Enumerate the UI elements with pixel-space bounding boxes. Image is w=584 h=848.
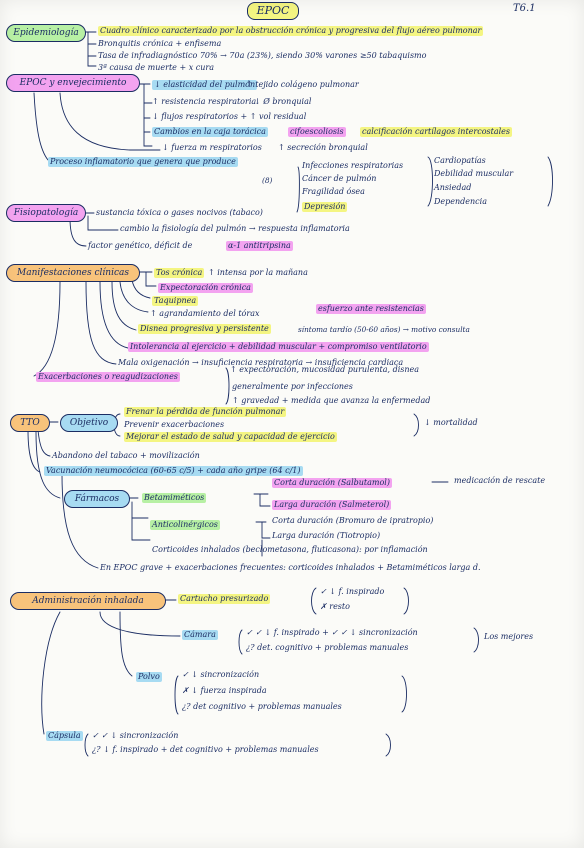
tto-item: Abandono del tabaco + movilización <box>52 451 200 460</box>
camara-item: ✓ ✓ ↓ f. inspirado + ✓ ✓ ↓ sincronizació… <box>246 628 418 637</box>
epi-item: Tasa de infradiagnóstico 70% → 70a (23%)… <box>98 51 427 60</box>
adm-capsula: Cápsula <box>46 731 83 741</box>
page-title: EPOC <box>247 2 299 20</box>
manif-item: esfuerzo ante resistencias <box>316 304 426 314</box>
epi-item: 3ª causa de muerte + x cura <box>98 63 214 72</box>
manif-item: Intolerancia al ejercicio + debilidad mu… <box>128 342 429 352</box>
manif-item: Mala oxigenación → insuficiencia respira… <box>118 358 404 367</box>
page-number: T6.1 <box>513 3 536 14</box>
adm-cartucho: Cartucho presurizado <box>178 594 271 604</box>
env-item: Dependencia <box>434 197 487 206</box>
camara-item: ¿? det. cognitivo + problemas manuales <box>246 643 409 652</box>
env-item: cifoescoliosis <box>288 127 346 137</box>
env-item: ↓ elasticidad del pulmón <box>152 80 258 90</box>
manif-item: ↑ gravedad + medida que avanza la enferm… <box>232 396 431 405</box>
tto-objetivo-item: Frenar la pérdida de función pulmonar <box>124 407 287 417</box>
section-tto: TTO <box>10 414 50 432</box>
env-item: Proceso inflamatorio que genera que prod… <box>48 157 238 167</box>
anti-item: Larga duración (Tiotropio) <box>272 531 381 540</box>
env-item: Fragilidad ósea <box>302 187 365 196</box>
cartucho-item: ✓ ↓ f. inspirado <box>320 587 385 596</box>
fisio-item: factor genético, déficit de <box>88 241 193 250</box>
env-item: Debilidad muscular <box>434 169 514 178</box>
adm-camara: Cámara <box>182 630 218 640</box>
manif-item: síntoma tardío (50-60 años) → motivo con… <box>298 325 470 334</box>
anti-item: Corta duración (Bromuro de ipratropio) <box>272 516 434 525</box>
env-item: Depresión <box>302 202 348 212</box>
tto-objetivo-result: ↓ mortalidad <box>424 418 478 427</box>
manif-item: Disnea progresiva y persistente <box>138 324 271 334</box>
epi-item: Cuadro clínico caracterizado por la obst… <box>98 26 484 36</box>
section-manifestaciones: Manifestaciones clínicas <box>6 264 140 282</box>
manif-item: ↑ expectoración, mucosidad purulenta, di… <box>230 365 420 374</box>
env-item: Cardiopatías <box>434 156 486 165</box>
polvo-item: ✗ ↓ fuerza inspirada <box>182 686 267 695</box>
env-item: (8) <box>262 176 273 185</box>
beta-item: Corta duración (Salbutamol) <box>272 478 392 488</box>
env-item: ↓ flujos respiratorios + ↑ vol residual <box>152 112 307 121</box>
farmaco-betamimeticos: Betamiméticos <box>142 493 207 503</box>
cartucho-item: ✗ resto <box>320 602 350 611</box>
env-item: Cáncer de pulmón <box>302 174 377 183</box>
fisio-item: α-1 antitripsina <box>226 241 293 251</box>
env-item: ↑ resistencia respiratoria <box>152 97 257 106</box>
section-fisiopatologia: Fisiopatología <box>6 204 86 222</box>
env-item: ↑ tejido colágeno pulmonar <box>246 80 359 89</box>
env-item: calcificación cartílagos intercostales <box>360 127 513 137</box>
section-administracion: Administración inhalada <box>10 592 166 610</box>
tto-objetivo: Objetivo <box>60 414 118 432</box>
manif-item: Tos crónica <box>154 268 205 278</box>
capsula-item: ¿? ↓ f. inspirado + det cognitivo + prob… <box>92 745 319 754</box>
capsula-item: ✓ ✓ ↓ sincronización <box>92 731 179 740</box>
section-epidemiologia: Epidemiología <box>6 24 86 42</box>
section-farmacos: Fármacos <box>64 490 130 508</box>
env-item: Infecciones respiratorias <box>302 161 404 170</box>
section-envejecimiento: EPOC y envejecimiento <box>6 74 140 92</box>
farmaco-anticolinergicos: Anticolinérgicos <box>150 520 220 530</box>
tto-objetivo-item: Prevenir exacerbaciones <box>124 420 225 429</box>
manif-item: ↑ intensa por la mañana <box>208 268 308 277</box>
beta-item: medicación de rescate <box>454 476 546 485</box>
adm-polvo: Polvo <box>136 672 162 682</box>
env-item: ↓ Ø bronquial <box>254 97 312 106</box>
env-item: ↑ secreción bronquial <box>278 143 368 152</box>
env-item: ↓ fuerza m respiratorios <box>162 143 262 152</box>
beta-item: Larga duración (Salmeterol) <box>272 500 392 510</box>
tto-epoc-grave: En EPOC grave + exacerbaciones frecuente… <box>100 563 481 572</box>
manif-item: ↑ agrandamiento del tórax <box>150 309 260 318</box>
tto-objetivo-item: Mejorar el estado de salud y capacidad d… <box>124 432 337 442</box>
manif-item: Exacerbaciones o reagudizaciones <box>36 372 180 382</box>
manif-item: Taquipnea <box>152 296 199 306</box>
epi-item: Bronquitis crónica + enfisema <box>98 39 222 48</box>
camara-result: Los mejores <box>484 632 534 641</box>
manif-item: generalmente por infecciones <box>232 382 353 391</box>
tto-item: Vacunación neumocócica (60-65 c/5) + cad… <box>44 466 303 476</box>
fisio-item: cambio la fisiología del pulmón → respue… <box>120 224 350 233</box>
polvo-item: ✓ ↓ sincronización <box>182 670 260 679</box>
env-item: Ansiedad <box>434 183 472 192</box>
env-item: Cambios en la caja torácica <box>152 127 268 137</box>
manif-item: Expectoración crónica <box>158 283 253 293</box>
polvo-item: ¿? det cognitivo + problemas manuales <box>182 702 342 711</box>
fisio-item: sustancia tóxica o gases nocivos (tabaco… <box>96 208 263 217</box>
farmaco-corticoides: Corticoides inhalados (beclometasona, fl… <box>152 545 428 554</box>
